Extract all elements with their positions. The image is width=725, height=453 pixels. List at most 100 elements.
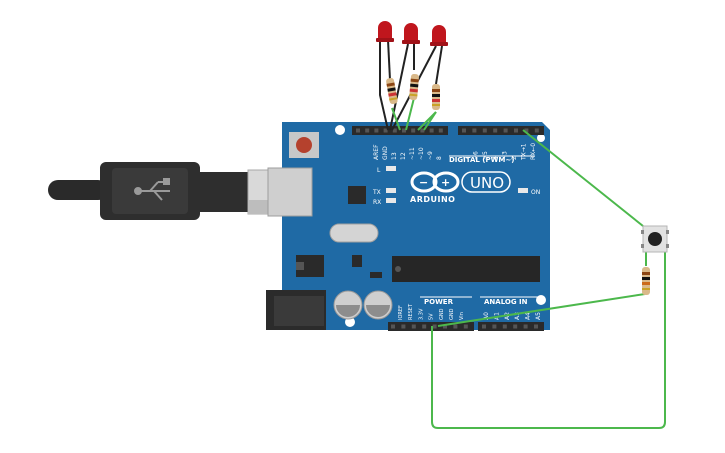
pin-hole[interactable] <box>356 128 360 133</box>
resistor[interactable] <box>432 84 440 110</box>
pin-label: A3 <box>514 312 521 320</box>
wire-res-to-pin10[interactable] <box>423 111 437 131</box>
pin-hole[interactable] <box>411 324 416 329</box>
power-jack-shade <box>274 296 324 326</box>
wire-res1-to-pin13[interactable] <box>391 107 401 131</box>
red-led[interactable] <box>376 21 394 42</box>
pin-hole[interactable] <box>514 128 518 133</box>
pin-hole[interactable] <box>523 324 528 329</box>
pin-hole[interactable] <box>420 128 425 133</box>
pin-hole[interactable] <box>472 128 477 133</box>
red-led[interactable] <box>402 23 420 44</box>
pin-hole[interactable] <box>401 324 406 329</box>
pin-hole[interactable] <box>524 128 529 133</box>
wire-res2-to-pin12[interactable] <box>405 97 415 131</box>
pin-hole[interactable] <box>422 324 427 329</box>
model-label: UNO <box>470 174 504 192</box>
pin-label: A0 <box>483 312 490 320</box>
pin-hole[interactable] <box>392 128 397 133</box>
digital-header-label: DIGITAL (PWM~) <box>449 156 514 164</box>
wire-led1-cathode[interactable] <box>379 40 389 131</box>
mount-hole <box>335 125 345 135</box>
crystal-oscillator <box>329 223 379 243</box>
voltage-regulator <box>296 255 324 277</box>
led-rx-label: RX <box>373 199 381 206</box>
wire-button-to-5v[interactable] <box>431 248 666 429</box>
pin-hole[interactable] <box>391 324 395 329</box>
pin-hole[interactable] <box>402 128 406 133</box>
pin-hole[interactable] <box>443 324 447 329</box>
wire-led3-anode[interactable] <box>435 45 443 85</box>
pin-hole[interactable] <box>492 324 497 329</box>
led-l <box>386 166 396 171</box>
usb-cable[interactable] <box>48 162 307 220</box>
bottom-pin-holes <box>391 324 538 329</box>
pin-hole[interactable] <box>453 324 458 329</box>
pin-label: ~10 <box>418 147 425 160</box>
button-wires[interactable] <box>431 129 666 429</box>
pin-hole[interactable] <box>374 128 379 133</box>
pin-label: ~11 <box>409 147 416 160</box>
pushbutton[interactable] <box>641 225 669 253</box>
brand-label: ARDUINO <box>410 195 455 204</box>
analog-header <box>478 322 544 331</box>
wire-pin2-to-button[interactable] <box>522 129 644 227</box>
pin-hole[interactable] <box>534 324 538 329</box>
pin-label: RESET <box>408 303 414 320</box>
svg-text:−: − <box>419 176 428 189</box>
red-led[interactable] <box>430 25 448 46</box>
digital-header-left <box>352 126 448 135</box>
led-tx-label: TX <box>372 189 381 196</box>
atmega-chip <box>392 256 540 282</box>
pin-hole[interactable] <box>429 128 434 133</box>
pin-label: 12 <box>400 152 407 160</box>
pin-hole[interactable] <box>383 128 388 133</box>
wire-led2-cathode[interactable] <box>389 43 409 131</box>
reset-button[interactable] <box>296 137 312 153</box>
pin-hole[interactable] <box>463 324 468 329</box>
pin-hole[interactable] <box>438 128 443 133</box>
pin-label: TX→1 <box>521 143 528 161</box>
pin-label: ~5 <box>482 151 489 160</box>
pin-label: Vin <box>459 312 465 320</box>
pin-hole[interactable] <box>482 128 487 133</box>
usb-cable-strain-relief <box>48 180 108 200</box>
usb-icon <box>134 178 170 201</box>
pin-label: A5 <box>535 312 542 320</box>
pin-hole[interactable] <box>513 324 518 329</box>
usb-plug-neck <box>200 172 248 212</box>
pin-label: AREF <box>373 144 380 160</box>
pin-label: 13 <box>391 152 398 160</box>
pin-hole[interactable] <box>462 128 466 133</box>
small-chip <box>352 255 362 267</box>
pin-hole[interactable] <box>365 128 370 133</box>
pin-hole[interactable] <box>502 324 507 329</box>
pin-label: ~3 <box>501 151 508 160</box>
pin-hole[interactable] <box>411 128 416 133</box>
top-pin-holes <box>356 128 539 133</box>
arduino-logo-icon <box>410 171 460 193</box>
pin-hole[interactable] <box>534 128 539 133</box>
pin-label: 2 <box>511 156 518 160</box>
wire-led1-anode[interactable] <box>387 39 391 81</box>
pin-hole[interactable] <box>482 324 486 329</box>
resistor[interactable] <box>386 77 398 105</box>
voltage-regulator-tab <box>296 262 304 270</box>
wire-resistor-to-gnd[interactable] <box>437 293 646 327</box>
resistor[interactable] <box>409 73 419 101</box>
mount-hole <box>537 134 545 142</box>
resistor[interactable] <box>642 267 650 295</box>
pin-label: 4 <box>492 156 499 160</box>
led-rx <box>386 198 396 203</box>
pin-label: A4 <box>525 312 532 320</box>
pin-hole[interactable] <box>493 128 498 133</box>
pin-hole[interactable] <box>503 128 508 133</box>
usb-port <box>267 167 313 217</box>
model-badge <box>461 171 511 193</box>
pin-label: 3.3V <box>418 308 424 320</box>
pin-hole[interactable] <box>432 324 437 329</box>
